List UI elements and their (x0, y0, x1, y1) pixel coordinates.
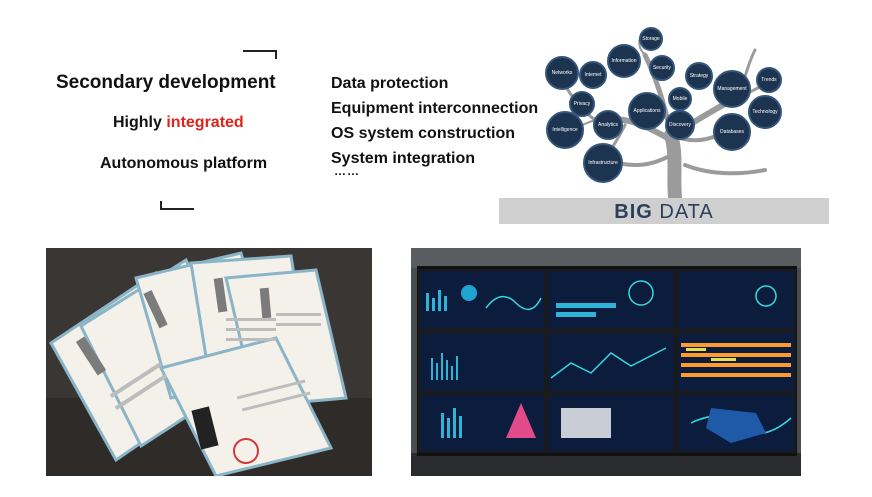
ellipsis-text: …… (334, 164, 360, 178)
node-security: Security (649, 55, 675, 81)
node-technology: Technology (748, 95, 782, 129)
list-item: OS system construction (331, 125, 516, 142)
node-analytics: Analytics (593, 110, 623, 140)
integrated-highlight: integrated (166, 114, 244, 131)
software-certificates-photo (46, 248, 372, 476)
list-item: Data protection (331, 75, 449, 92)
highly-label: Highly (113, 114, 167, 131)
decorative-bracket-bottom (160, 201, 194, 210)
video-wall-image (411, 248, 801, 476)
certificates-image (46, 248, 372, 476)
highly-integrated-text: Highly integrated (113, 114, 244, 132)
node-infrastructure: Infrastructure (583, 143, 623, 183)
node-discovery: Discovery (665, 110, 695, 140)
big-data-title: BIG DATA (495, 201, 833, 224)
big-word: BIG (614, 201, 653, 223)
feature-list: Data protection Equipment interconnectio… (331, 71, 538, 171)
data-word: DATA (659, 201, 714, 223)
node-storage: Storage (639, 27, 663, 51)
node-trends: Trends (756, 67, 782, 93)
node-management: Management (713, 70, 751, 108)
node-applications: Applications (628, 92, 666, 130)
autonomous-platform-text: Autonomous platform (100, 155, 268, 172)
decorative-bracket-top (243, 50, 277, 59)
heading-secondary-development: Secondary development (56, 72, 276, 93)
node-internet: Internet (579, 61, 607, 89)
node-databases: Databases (713, 113, 751, 151)
node-mobile: Mobile (668, 87, 692, 111)
node-strategy: Strategy (685, 62, 713, 90)
node-networks: Networks (545, 56, 579, 90)
big-data-tree-illustration: Storage Information Security Networks In… (495, 25, 833, 225)
node-information: Information (607, 44, 641, 78)
list-item: Equipment interconnection (331, 100, 539, 117)
monitoring-screens-photo (411, 248, 801, 476)
big-data-banner (499, 198, 829, 224)
node-intelligence: Intelligence (546, 111, 584, 149)
list-item: System integration (331, 150, 476, 167)
